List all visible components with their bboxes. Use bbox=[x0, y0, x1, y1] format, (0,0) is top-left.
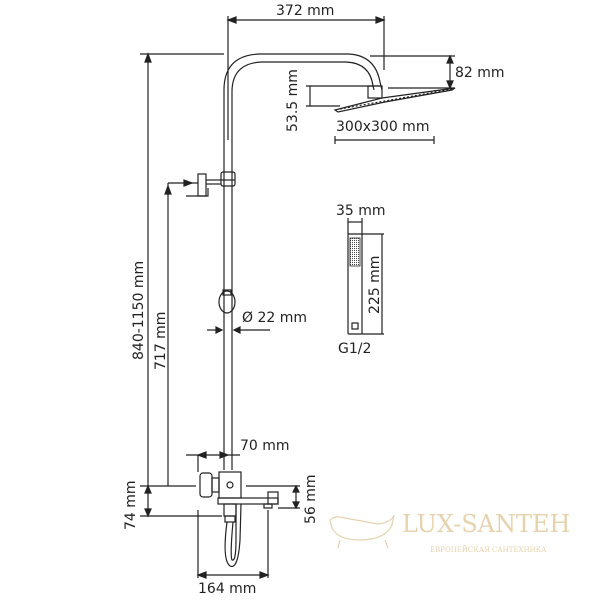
hand-shower bbox=[347, 233, 363, 335]
slider-ball bbox=[218, 290, 236, 314]
spout bbox=[217, 497, 279, 505]
main-pipe bbox=[223, 53, 383, 470]
watermark-tagline: ЕВРОПЕЙСКАЯ САНТЕХНИКА bbox=[430, 546, 547, 554]
dim-head-height: 82 mm bbox=[455, 65, 505, 81]
dim-hand-thread: G1/2 bbox=[338, 341, 372, 357]
dim-head-drop: 53.5 mm bbox=[285, 69, 301, 132]
dim-hand-width: 35 mm bbox=[336, 203, 386, 219]
dim-hand-length: 225 mm bbox=[367, 255, 383, 314]
dim-mixer-height: 74 mm bbox=[123, 480, 139, 530]
mixer-body bbox=[218, 471, 242, 499]
dim-holder-height: 717 mm bbox=[153, 311, 169, 370]
dim-mixer-offset: 70 mm bbox=[240, 438, 290, 454]
upper-bracket bbox=[220, 171, 236, 187]
holder-knob bbox=[197, 173, 207, 197]
dim-total-height: 840-1150 mm bbox=[131, 260, 147, 360]
dim-arm-width: 372 mm bbox=[276, 3, 335, 19]
dim-head-size: 300x300 mm bbox=[336, 119, 430, 135]
dim-spout-height: 56 mm bbox=[303, 474, 319, 524]
dim-spout-reach: 164 mm bbox=[198, 581, 257, 597]
dim-pipe-diameter: Ø 22 mm bbox=[242, 310, 308, 326]
watermark-tub-icon bbox=[329, 514, 395, 549]
shower-head bbox=[333, 87, 456, 113]
mixer-knob bbox=[199, 472, 213, 498]
hose bbox=[224, 503, 242, 568]
watermark-brand: LUX-SANTEH bbox=[402, 510, 571, 538]
